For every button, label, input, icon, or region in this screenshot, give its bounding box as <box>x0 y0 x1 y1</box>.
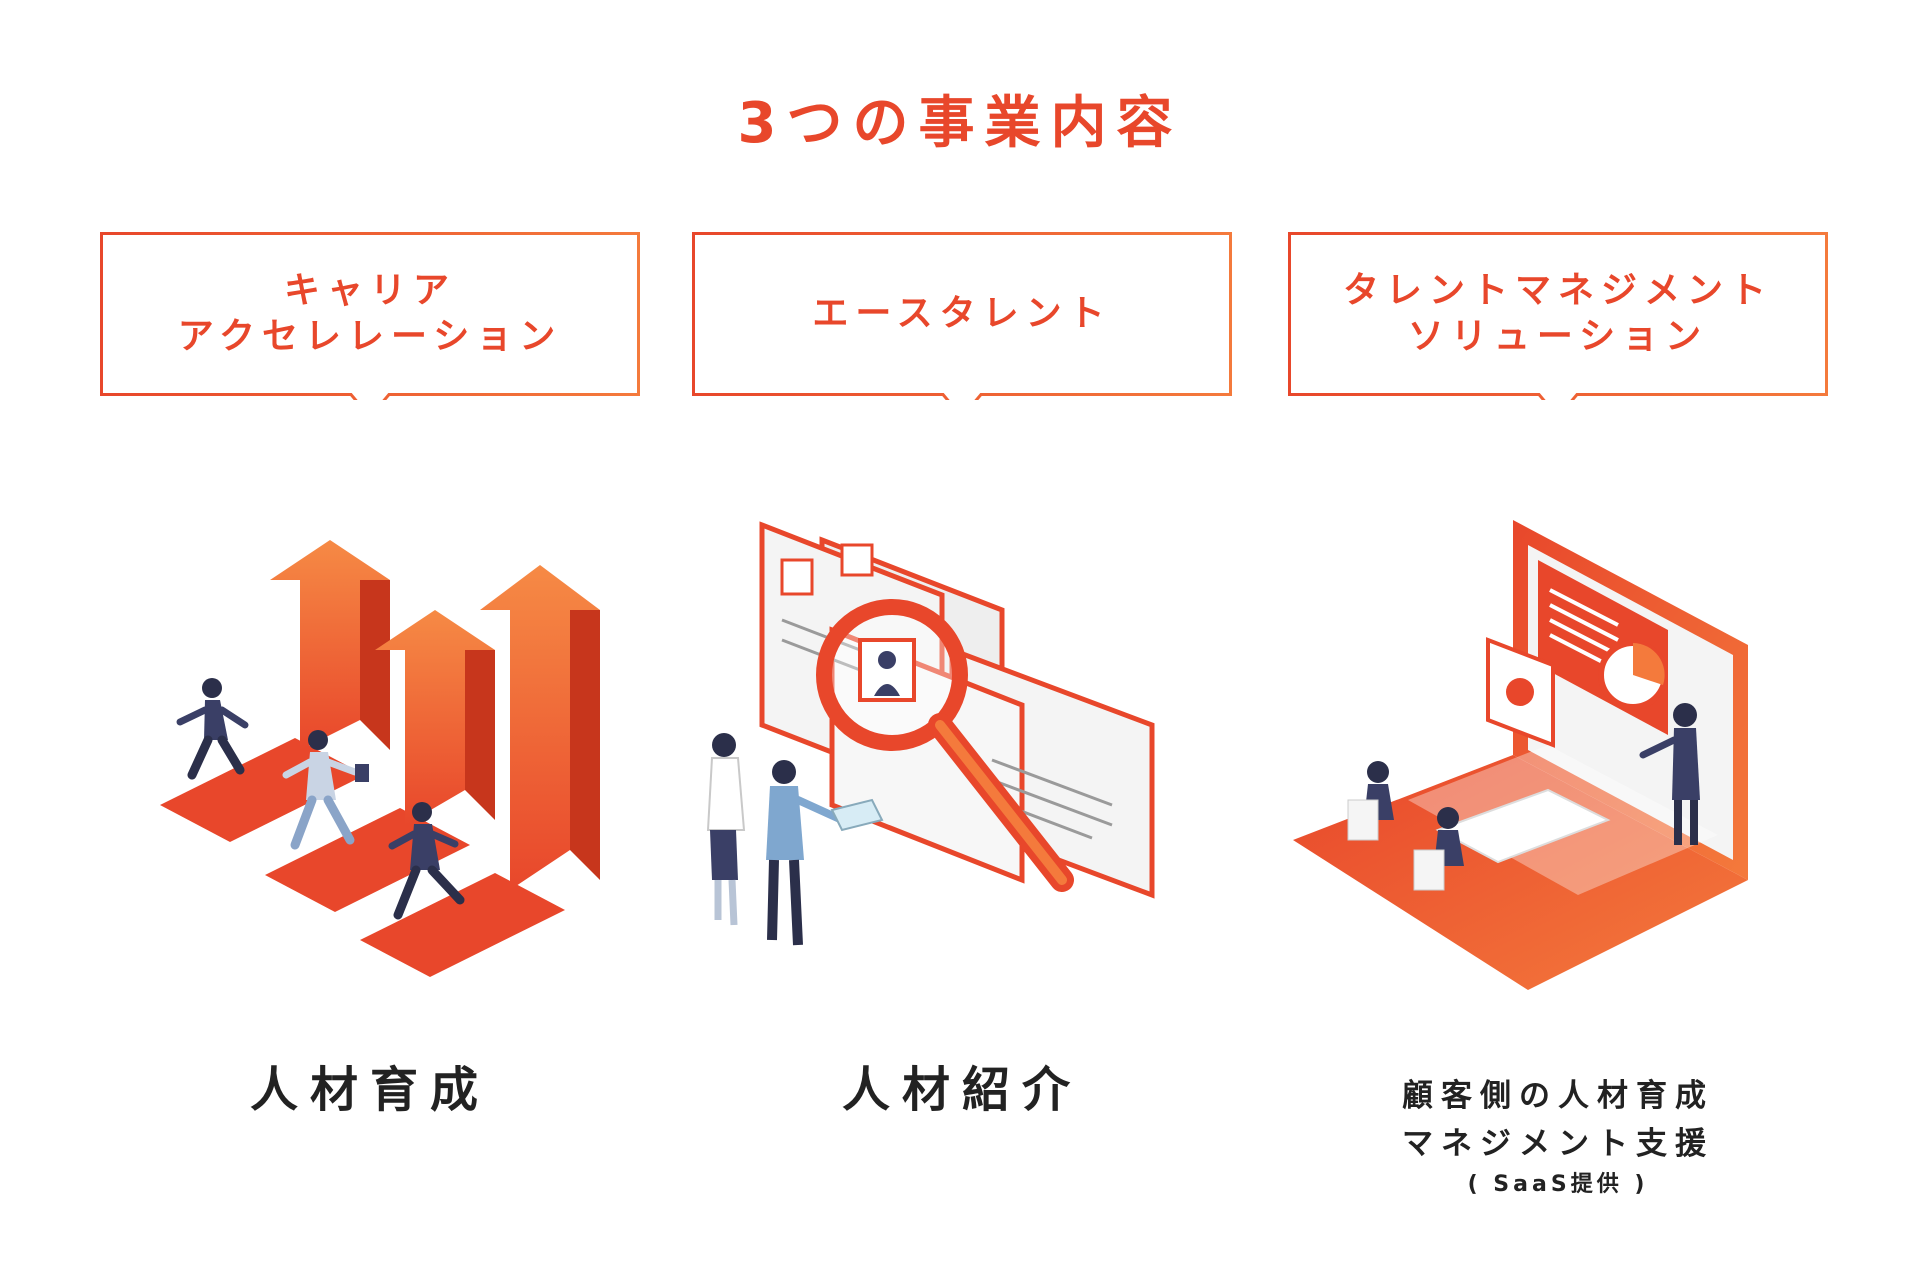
speech-bubble-frame <box>100 232 640 400</box>
service-ace-talent: エースタレント <box>692 0 1232 1280</box>
running-people-arrows-icon <box>100 500 640 1000</box>
caption-line: 顧客側の人材育成 <box>1402 1078 1714 1114</box>
service-career-acceleration: キャリア アクセレレーション <box>100 0 640 1280</box>
speech-bubble-frame <box>1288 232 1828 400</box>
service-caption: 人材育成 <box>249 1062 490 1118</box>
bubble-line: キャリア <box>283 270 456 311</box>
caption-note: ( SaaS提供 ) <box>1467 1172 1649 1197</box>
service-label-bubble: エースタレント <box>692 232 1232 400</box>
service-label-bubble: タレントマネジメント ソリューション <box>1288 232 1828 400</box>
bubble-line: タレントマネジメント <box>1342 270 1773 311</box>
bubble-line: アクセレレーション <box>177 316 563 357</box>
service-label-bubble: キャリア アクセレレーション <box>100 232 640 400</box>
bubble-line: ソリューション <box>1407 316 1709 357</box>
service-caption: 人材紹介 <box>841 1062 1082 1118</box>
caption-line: マネジメント支援 <box>1402 1126 1714 1162</box>
laptop-meeting-icon <box>1288 500 1828 1000</box>
bubble-line: エースタレント <box>812 293 1112 334</box>
page-title: 3つの事業内容 <box>737 91 1183 156</box>
service-caption: 顧客側の人材育成 マネジメント支援 ( SaaS提供 ) <box>1288 1072 1828 1202</box>
service-talent-management: タレントマネジメント ソリューション <box>1288 0 1828 1280</box>
speech-bubble-frame <box>692 232 1232 400</box>
magnifier-profiles-icon <box>692 500 1232 1000</box>
